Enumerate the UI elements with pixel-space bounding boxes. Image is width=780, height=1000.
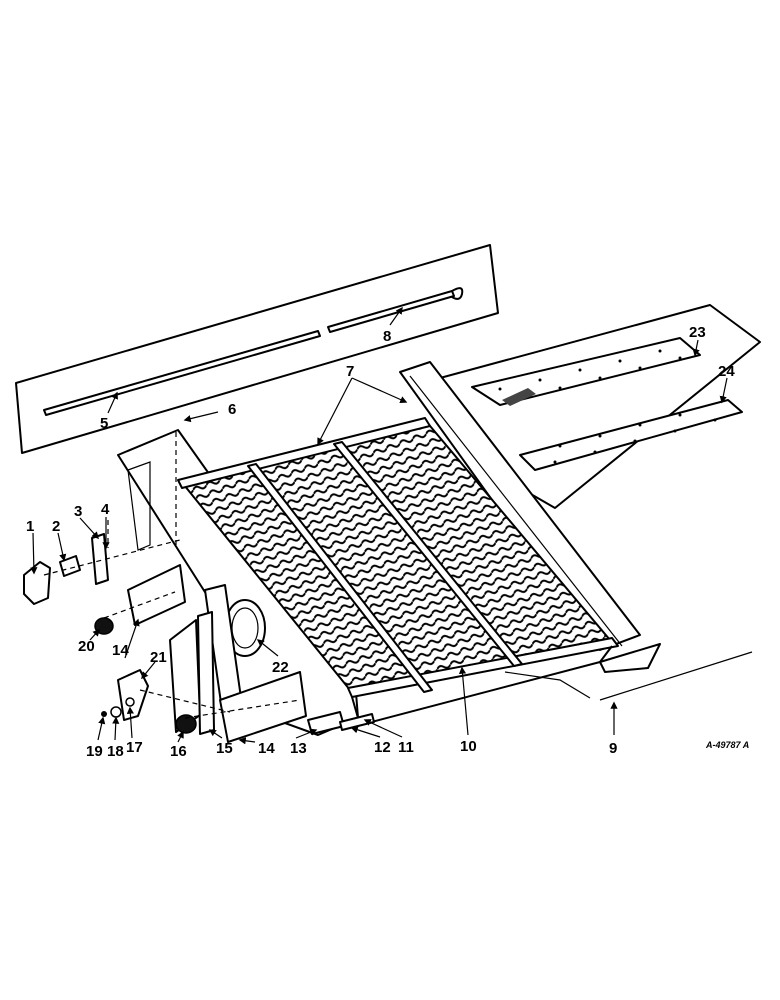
- callout-15: 15: [216, 740, 233, 757]
- hanger-arm-15: [197, 611, 215, 735]
- cover-plate-24: [519, 399, 743, 471]
- short-rod: [327, 290, 455, 333]
- rod-hook: [451, 287, 464, 300]
- sieve-assembly: [117, 361, 661, 736]
- divider-bar-left: [247, 463, 433, 693]
- callout-24: 24: [718, 363, 735, 380]
- callout-6: 6: [228, 401, 236, 418]
- callout-3: 3: [74, 503, 82, 520]
- callout-labels: 1 2 3 4 5 6 7 8 9 10 11 12 13 14 14 15 1…: [26, 324, 749, 760]
- leader-lines: [30, 306, 753, 745]
- callout-4: 4: [101, 501, 110, 518]
- hanger-bracket-21: [117, 669, 149, 721]
- divider-bar-right: [333, 441, 523, 667]
- long-rod: [43, 330, 321, 416]
- callout-8: 8: [383, 328, 391, 345]
- washer-17: [125, 697, 135, 707]
- callout-1: 1: [26, 518, 34, 535]
- callout-14-lower: 14: [258, 740, 275, 757]
- bushing-2: [59, 555, 81, 577]
- sieve-skid: [504, 671, 591, 699]
- callout-2: 2: [52, 518, 60, 535]
- callout-5: 5: [100, 415, 108, 432]
- cover-plate-inset-panel: [439, 304, 761, 509]
- perforated-area: [502, 388, 536, 406]
- callout-12: 12: [374, 739, 391, 756]
- sieve-bottom-edge: [351, 645, 613, 726]
- cover-plate-24-holes: [553, 413, 717, 464]
- rod-inset-panel: [15, 244, 499, 454]
- left-panel-window: [127, 461, 151, 551]
- callout-16: 16: [170, 743, 187, 760]
- callout-10: 10: [460, 738, 477, 755]
- sieve-rear-rail: [177, 417, 431, 489]
- hanger-bracket-14b: [219, 671, 307, 743]
- cover-plate-23-holes: [498, 349, 682, 399]
- callout-21: 21: [150, 649, 167, 666]
- callout-11: 11: [398, 739, 414, 756]
- bushing-16: [175, 714, 197, 734]
- bolt-19: [101, 711, 107, 717]
- callout-14-upper: 14: [112, 642, 129, 659]
- hanger-bracket-14a: [127, 564, 186, 626]
- right-panel-lip: [409, 375, 623, 647]
- callout-9: 9: [609, 740, 617, 757]
- nut-18: [110, 706, 122, 718]
- strip-12: [339, 713, 375, 731]
- hanger-bracket-1: [23, 561, 51, 605]
- callout-7: 7: [346, 363, 354, 380]
- callout-22: 22: [272, 659, 289, 676]
- cover-plate-23: [471, 337, 701, 406]
- drawing-code: A-49787 A: [705, 740, 749, 750]
- callout-23: 23: [689, 324, 706, 341]
- callout-13: 13: [290, 740, 307, 757]
- callout-18: 18: [107, 743, 124, 760]
- callout-17: 17: [126, 739, 143, 756]
- callout-19: 19: [86, 743, 103, 760]
- callout-20: 20: [78, 638, 95, 655]
- bottom-pan-lip: [599, 643, 661, 673]
